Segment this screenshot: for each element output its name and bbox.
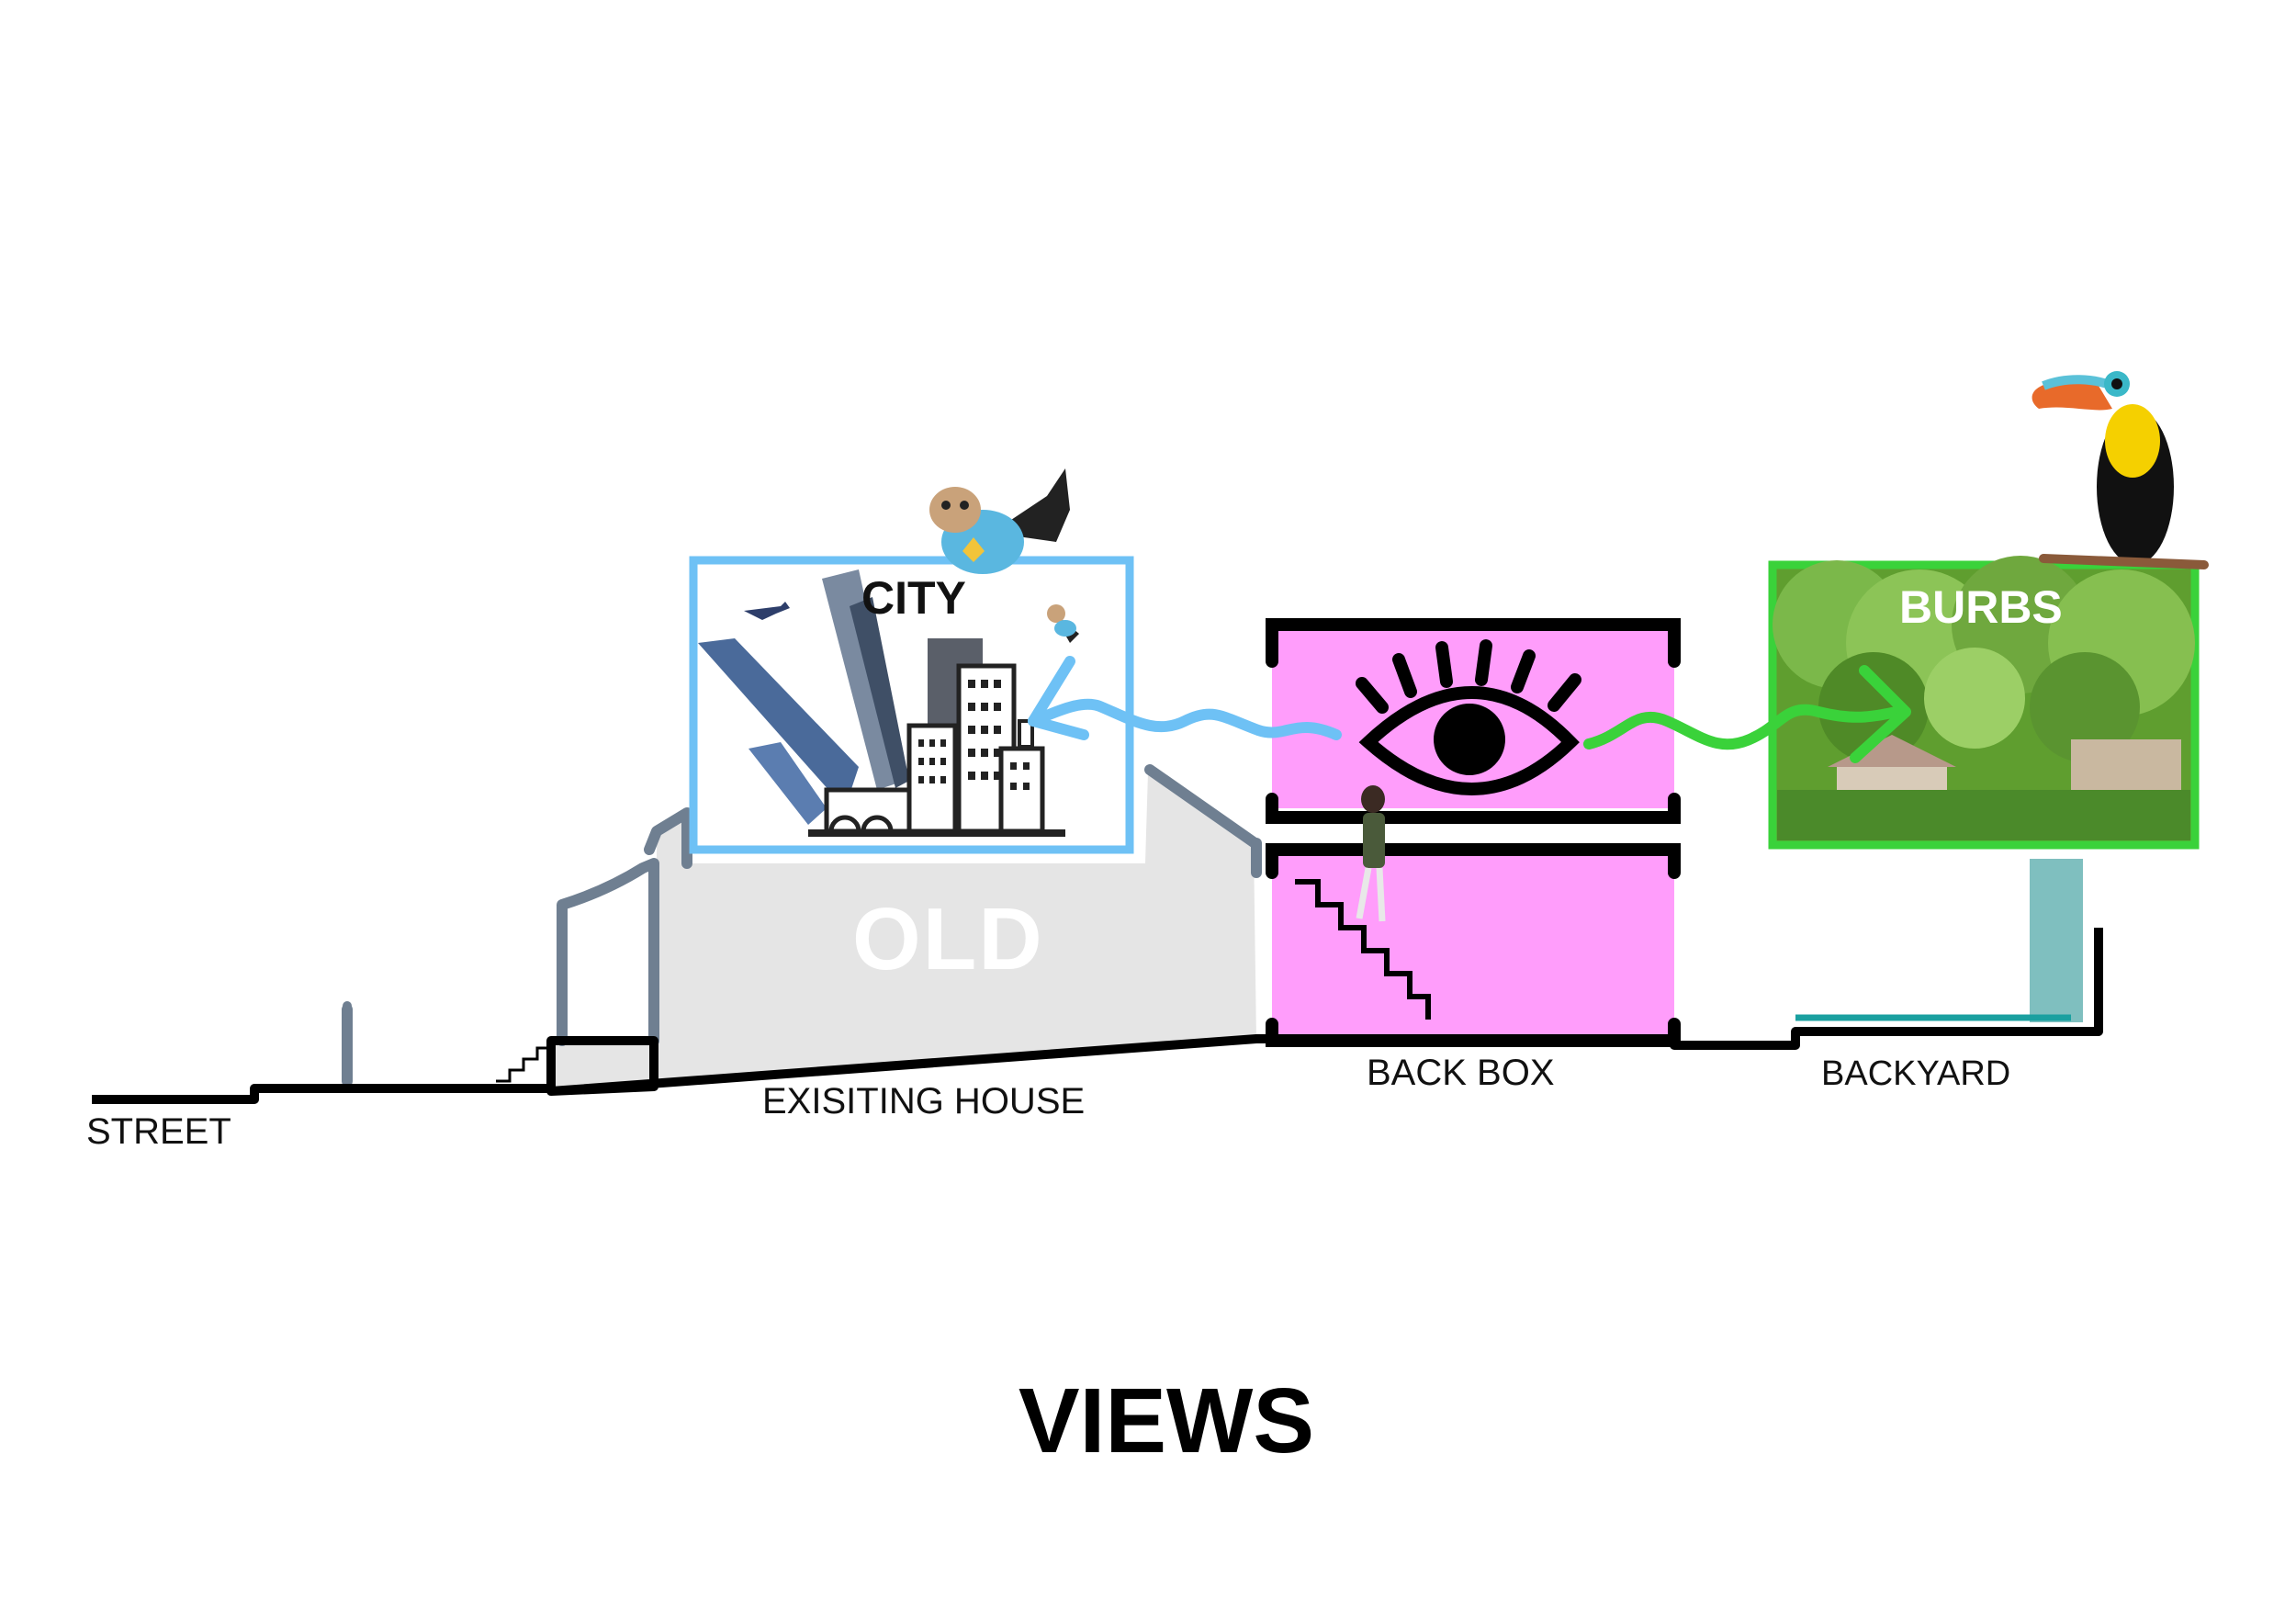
- backyard-label: BACKYARD: [1821, 1054, 2010, 1094]
- existing-house-label: EXISITING HOUSE: [762, 1081, 1085, 1122]
- hedge: [1777, 790, 2190, 840]
- pool: [2030, 859, 2083, 1022]
- city-label: CITY: [861, 571, 966, 625]
- back-box-label: BACK BOX: [1367, 1053, 1555, 1094]
- page-title: VIEWS: [0, 1369, 2296, 1474]
- front-steps: [496, 1048, 551, 1081]
- burbs-label: BURBS: [1899, 580, 2063, 634]
- toucan-icon: [2032, 371, 2204, 565]
- back-box-lower: [1272, 845, 1674, 1040]
- street-label: STREET: [86, 1111, 231, 1153]
- old-house-label: OLD: [852, 889, 1044, 990]
